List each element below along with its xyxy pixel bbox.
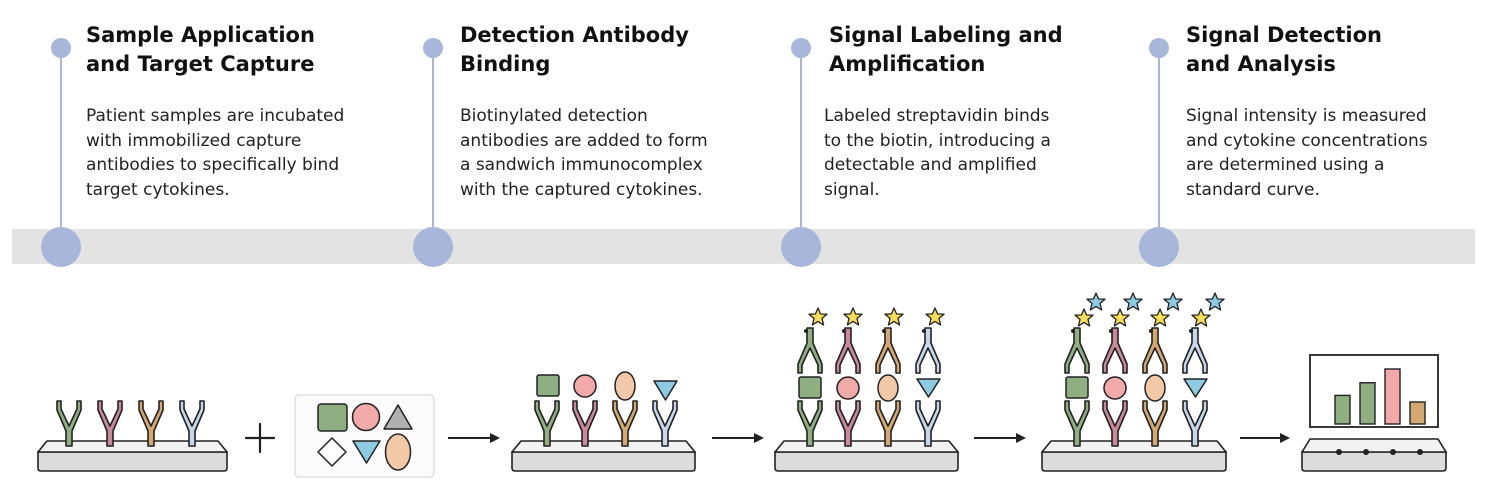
reader-bar-chart [1334,368,1426,425]
arrow-4 [1240,433,1290,443]
step-4-description: Signal intensity is measured and cytokin… [1186,106,1428,200]
signal-reader [1301,354,1447,472]
step-3-description: Labeled streptavidin binds to the biotin… [824,106,1051,200]
step-1-marker-top [51,38,71,58]
step-1-title: Sample Application and Target Capture [86,23,315,76]
reader-bar [1334,394,1351,425]
label-star [843,307,863,326]
amplified-star [1123,292,1143,311]
target-circle [351,402,381,432]
detection-antibody-blue [915,327,941,374]
reader-bar [1384,368,1401,425]
step-2-marker [413,227,453,267]
antibody-pink [97,400,123,447]
signal-amplification [1041,292,1227,472]
step-4-stem [1158,48,1160,248]
step-2-marker-top [423,38,443,58]
amplified-star [1205,292,1225,311]
detection-antibody-orange [875,327,901,374]
reader-well [1336,449,1342,455]
arrow-1 [448,433,500,443]
target-diamond [317,437,347,467]
label-star [925,307,945,326]
reader-bar [1359,382,1376,425]
step-1-marker [41,227,81,267]
antibody-green [56,400,82,447]
step-4-marker [1139,227,1179,267]
antibody-blue [179,400,205,447]
amplified-star [1086,292,1106,311]
plus-symbol [244,422,276,454]
timeline-band [12,229,1475,264]
amplified-star [1163,292,1183,311]
antibody-orange [138,400,164,447]
reader-well [1417,449,1423,455]
reader-plate [1301,438,1447,453]
target-inverted-triangle [352,440,381,464]
label-star [884,307,904,326]
step-3-marker [781,227,821,267]
step-1-description: Patient samples are incubated with immob… [86,106,345,200]
arrow-3 [974,433,1026,443]
step-3-stem [800,48,802,248]
step-3-marker-top [791,38,811,58]
label-star [808,307,828,326]
target-square [317,403,348,432]
step-4-title: Signal Detection and Analysis [1186,23,1383,76]
step-2-title: Detection Antibody Binding [460,23,689,76]
step-2-description: Biotinylated detection antibodies are ad… [460,106,708,200]
detection-antibody-green [797,327,823,374]
step-2-stem [432,48,434,248]
step-3-title: Signal Labeling and Amplification [829,23,1063,76]
reader-wells [1336,449,1423,455]
sample-targets [294,394,435,478]
captured-antibody-blue [652,400,678,447]
captured-antibody-pink [572,400,598,447]
capture-plate [37,400,228,472]
target-triangle [383,404,413,430]
reader-well [1363,449,1369,455]
detection-labeling [774,307,959,472]
captured-antibody-orange [612,400,638,447]
step-4-marker-top [1149,38,1169,58]
detection-antibody-pink [835,327,861,374]
step-1-stem [60,48,62,248]
arrow-2 [712,433,764,443]
reader-well [1390,449,1396,455]
target-capture [511,371,696,472]
captured-antibody-green [534,400,560,447]
reader-bar [1409,401,1426,425]
target-oval [384,433,412,471]
